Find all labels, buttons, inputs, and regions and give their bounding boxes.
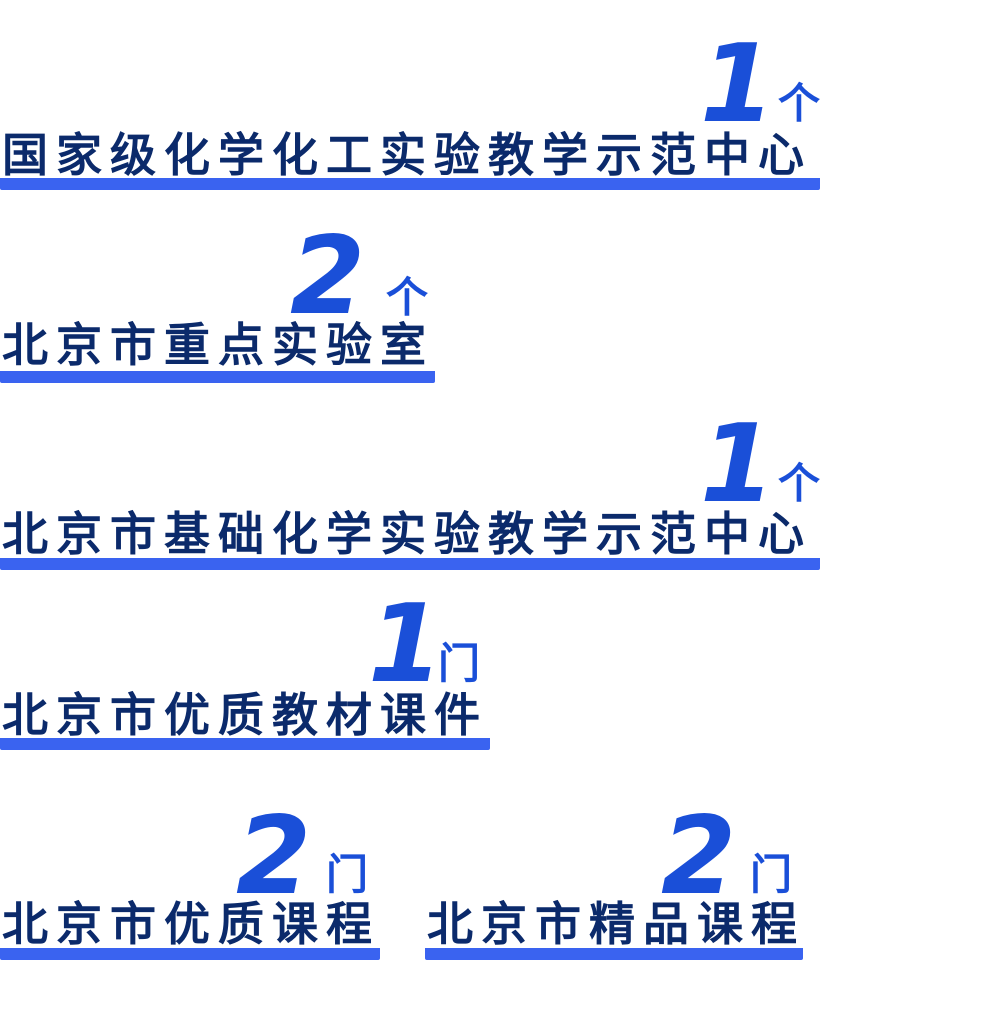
underline-bar bbox=[0, 178, 820, 190]
achievement-label: 国家级化学化工实验教学示范中心 bbox=[2, 128, 812, 182]
count-number: 1 bbox=[700, 402, 776, 527]
achievement-label: 北京市优质课程 bbox=[2, 897, 380, 951]
underline-bar bbox=[0, 738, 490, 750]
achievement-label: 北京市优质教材课件 bbox=[2, 688, 488, 742]
count-number: 2 bbox=[236, 794, 312, 919]
count-number: 1 bbox=[368, 582, 444, 707]
count-number: 2 bbox=[661, 794, 737, 919]
achievement-label: 北京市重点实验室 bbox=[2, 318, 434, 372]
count-unit: 门 bbox=[438, 639, 481, 688]
underline-bar bbox=[0, 371, 435, 383]
count-number: 1 bbox=[700, 22, 776, 147]
count-number: 2 bbox=[290, 214, 366, 339]
count-unit: 门 bbox=[750, 850, 793, 899]
count-unit: 个 bbox=[778, 79, 821, 128]
achievement-label: 北京市精品课程 bbox=[427, 897, 805, 951]
underline-bar bbox=[0, 948, 380, 960]
count-unit: 个 bbox=[778, 459, 821, 508]
count-unit: 个 bbox=[386, 273, 429, 322]
achievement-label: 北京市基础化学实验教学示范中心 bbox=[2, 507, 812, 561]
underline-bar bbox=[0, 558, 820, 570]
underline-bar bbox=[425, 948, 803, 960]
count-unit: 门 bbox=[326, 850, 369, 899]
